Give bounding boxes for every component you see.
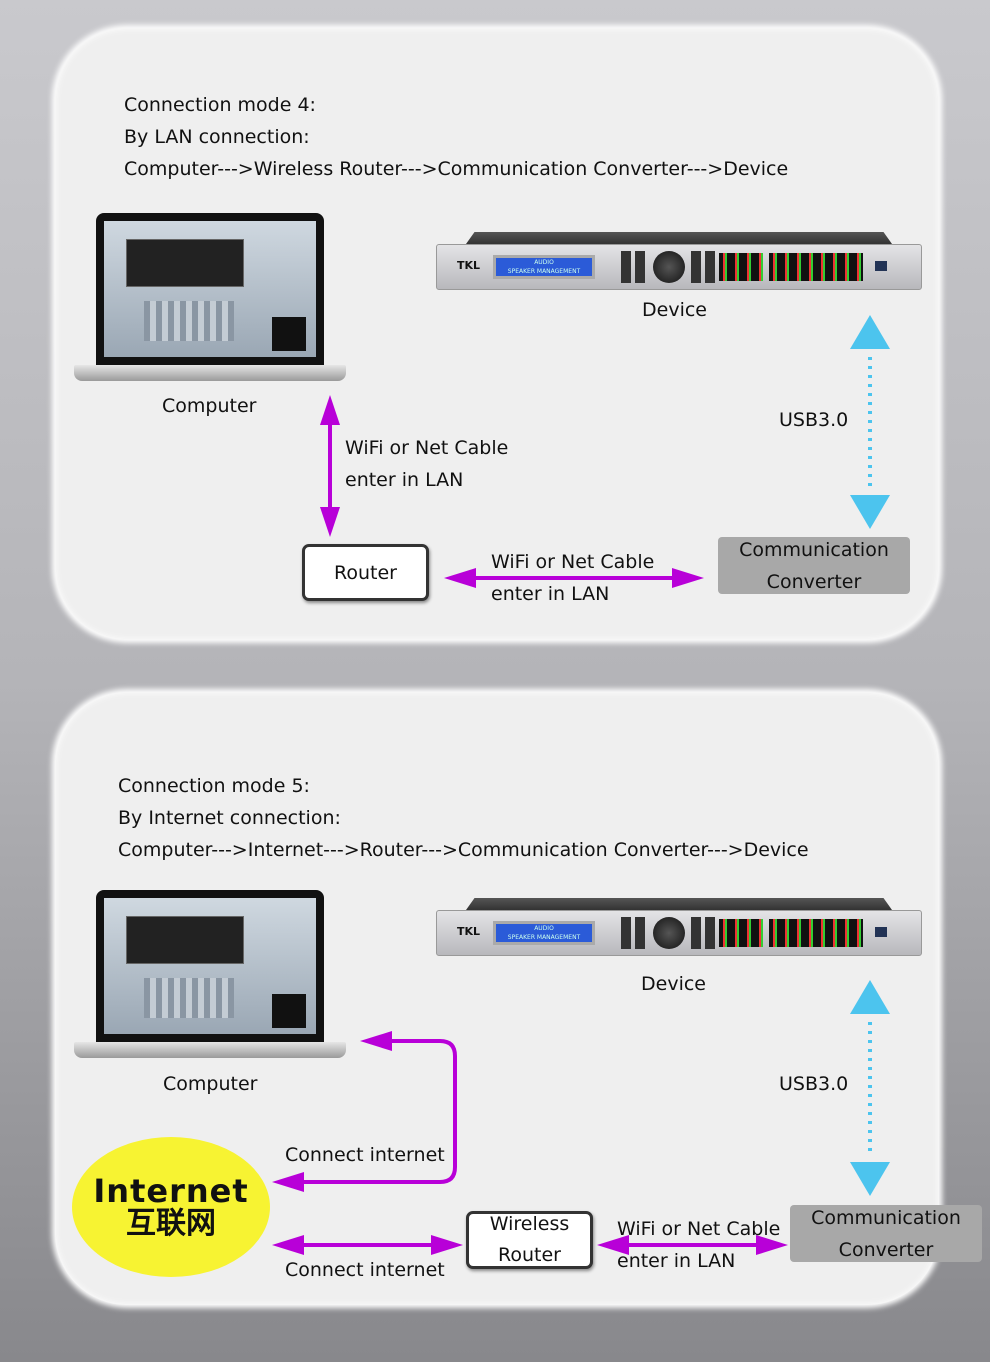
computer-laptop-image — [74, 213, 346, 383]
mode4-link2-label: WiFi or Net Cable — [491, 551, 655, 573]
mode4-subtitle: By LAN connection: — [124, 126, 310, 148]
converter-label: Communication — [811, 1206, 961, 1229]
mode4-device-label: Device — [642, 299, 707, 321]
mode4-title: Connection mode 4: — [124, 94, 316, 116]
connect-internet-label-1: Connect internet — [285, 1144, 445, 1166]
mode4-router-box: Router — [302, 544, 429, 601]
arrow-internet-router — [272, 1235, 463, 1255]
arrow-router-converter — [444, 568, 704, 588]
router-label: Router — [498, 1244, 561, 1266]
arrow-computer-router — [320, 395, 340, 537]
device-brand: TKL — [457, 259, 481, 272]
mode4-path: Computer--->Wireless Router--->Communica… — [124, 158, 789, 180]
converter-label: Converter — [766, 570, 862, 593]
device-brand: TKL — [457, 925, 481, 938]
usb-arrow-mode4 — [850, 315, 890, 529]
mode5-link-label: WiFi or Net Cable — [617, 1218, 781, 1240]
mode4-computer-label: Computer — [162, 395, 257, 417]
mode4-link1-label2: enter in LAN — [345, 469, 464, 491]
arrow-internet-computer — [272, 1031, 457, 1192]
computer-laptop-image — [74, 890, 346, 1060]
connect-internet-label-2: Connect internet — [285, 1259, 445, 1281]
mode4-link2-label2: enter in LAN — [491, 583, 610, 605]
converter-label: Communication — [739, 538, 889, 561]
arrow-router-converter-5 — [597, 1235, 788, 1255]
mode5-device-label: Device — [641, 973, 706, 995]
router-label: Wireless — [489, 1213, 570, 1235]
mode4-link1-label: WiFi or Net Cable — [345, 437, 509, 459]
mode5-usb-label: USB3.0 — [779, 1073, 849, 1095]
internet-label-cn: 互联网 — [126, 1206, 216, 1241]
mode5-computer-label: Computer — [163, 1073, 258, 1095]
router-label: Router — [334, 561, 397, 584]
internet-cloud: Internet 互联网 — [72, 1137, 270, 1277]
converter-label: Converter — [838, 1238, 934, 1261]
mode5-subtitle: By Internet connection: — [118, 807, 341, 829]
mode5-path: Computer--->Internet--->Router--->Commun… — [118, 839, 809, 861]
mode5-link-label2: enter in LAN — [617, 1250, 736, 1272]
mode5-title: Connection mode 5: — [118, 775, 310, 797]
mode4-usb-label: USB3.0 — [779, 409, 849, 431]
internet-label: Internet — [93, 1172, 249, 1210]
usb-arrow-mode5 — [850, 980, 890, 1196]
